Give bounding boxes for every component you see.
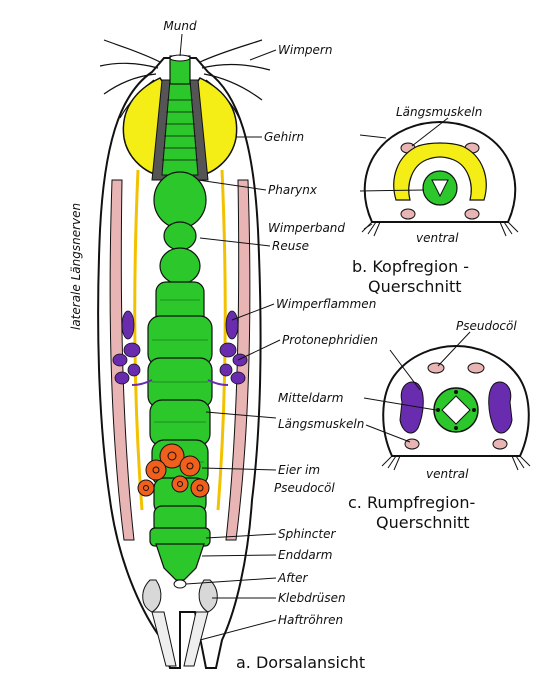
cross-section-trunk	[381, 344, 531, 471]
lateral-nerve-right	[216, 169, 227, 511]
pharynx-rings	[162, 99, 198, 161]
trunk-muscle-4	[492, 438, 508, 450]
caption-b-line2: Querschnitt	[368, 277, 462, 296]
label-ventral-b: ventral	[416, 231, 459, 245]
label-wimperband: Wimperband	[268, 221, 345, 235]
label-gehirn: Gehirn	[264, 130, 304, 144]
lateral-nerve-left	[133, 169, 144, 511]
label-pseudocoel: Pseudocöl	[456, 319, 517, 333]
trunk-cilia	[381, 455, 531, 471]
label-after: After	[277, 571, 309, 585]
label-reuse: Reuse	[272, 239, 309, 253]
trunk-protonephridium-right	[488, 381, 513, 434]
label-haftroehren: Haftröhren	[278, 613, 343, 627]
label-wimperflammen: Wimperflammen	[276, 297, 376, 311]
label-lateral-nerves: laterale Längsnerven	[69, 203, 83, 330]
leader-lines	[179, 33, 471, 641]
anus	[173, 579, 187, 589]
egg-nuclei	[143, 451, 204, 492]
body-dorsal-view	[97, 39, 271, 669]
label-mitteldarm: Mitteldarm	[278, 391, 343, 405]
label-eier-line2: Pseudocöl	[274, 481, 335, 495]
label-mund: Mund	[163, 19, 197, 33]
trunk-midgut-lumen	[441, 395, 471, 425]
head-brain	[393, 142, 487, 201]
label-sphincter: Sphincter	[278, 527, 336, 541]
label-pharynx: Pharynx	[268, 183, 318, 197]
head-muscle-3	[400, 208, 416, 220]
label-ventral-c: ventral	[426, 467, 469, 481]
protonephridia-left	[112, 310, 141, 385]
trunk-midgut-nuclei	[436, 390, 476, 430]
label-enddarm: Enddarm	[278, 548, 332, 562]
eggs	[137, 443, 210, 498]
trunk-protonephridium-left	[399, 381, 424, 434]
label-eier-line1: Eier im	[278, 463, 320, 477]
caption-c-line2: Querschnitt	[376, 513, 470, 532]
label-klebdruesen: Klebdrüsen	[278, 591, 346, 605]
trunk-muscle-1	[427, 362, 445, 374]
label-laengsmuskeln-top: Längsmuskeln	[396, 105, 482, 119]
caption-c-line1: c. Rumpfregion-	[348, 493, 475, 512]
label-protonephridien: Protonephridien	[282, 333, 378, 347]
head-pharynx-lumen	[431, 179, 449, 198]
label-laengsmuskeln-mid: Längsmuskeln	[278, 417, 364, 431]
head-muscle-4	[464, 208, 480, 220]
cross-section-head	[361, 120, 519, 237]
trunk-muscle-2	[467, 362, 485, 374]
label-wimpern: Wimpern	[278, 43, 332, 57]
caption-a: a. Dorsalansicht	[236, 653, 365, 672]
adhesive-tube-left	[151, 611, 177, 667]
adhesive-tube-right	[183, 611, 209, 667]
protonephridia-duct-right	[207, 379, 229, 386]
caption-b-line1: b. Kopfregion -	[352, 257, 469, 276]
protonephridia-duct-left	[131, 379, 153, 386]
